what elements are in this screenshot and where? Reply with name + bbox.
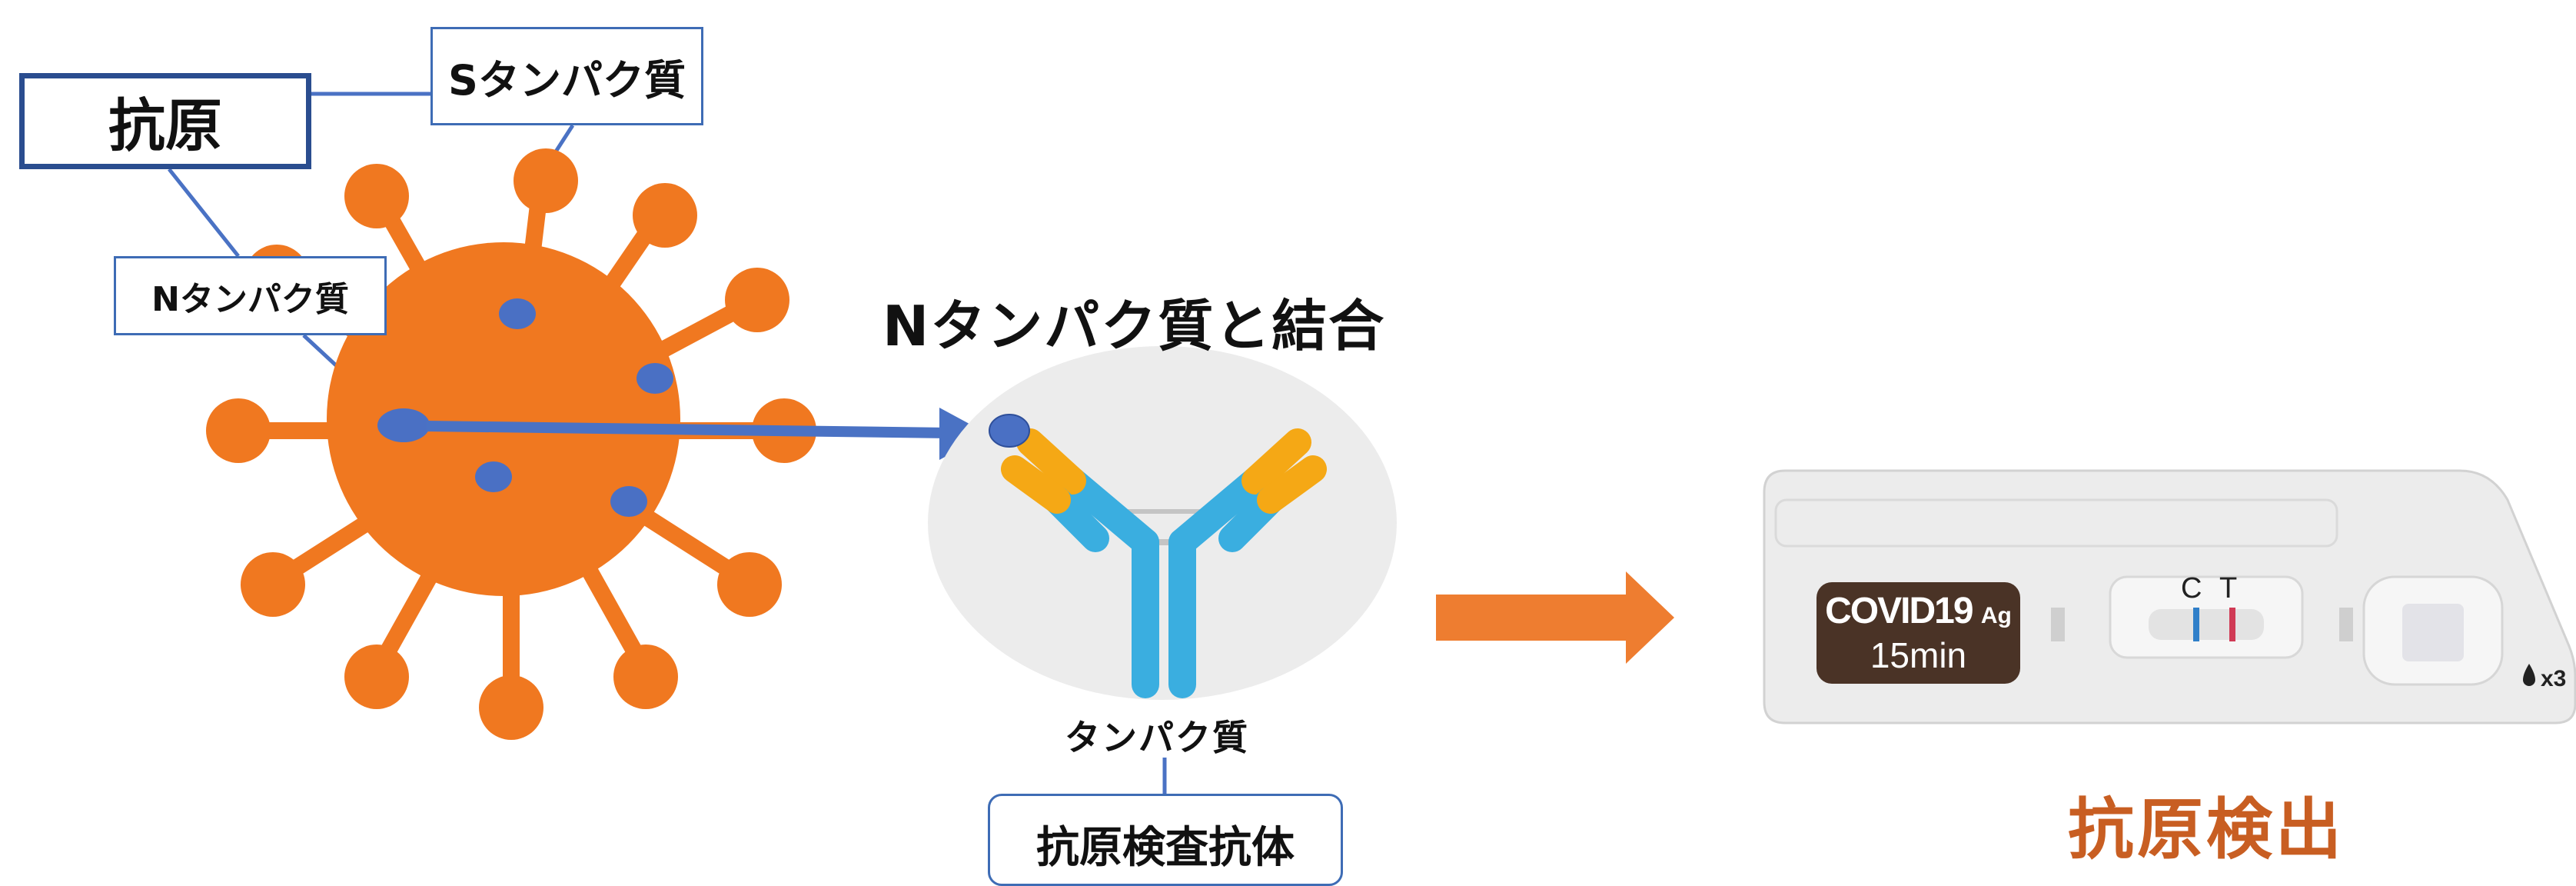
virus-icon — [206, 148, 816, 740]
result-arrow — [1436, 571, 1674, 664]
detection-caption: 抗原検出 — [2068, 791, 2345, 868]
drop-icon — [2523, 664, 2535, 686]
test-line — [2229, 608, 2235, 641]
n-protein-label: Nタンパク質 — [114, 256, 387, 335]
drop-count: x3 — [2541, 666, 2567, 691]
s-protein-label: Sタンパク質 — [430, 27, 703, 125]
test-antibody-label: 抗原検査抗体 — [988, 794, 1343, 886]
protein-caption: タンパク質 — [1065, 717, 1249, 758]
virus-n-protein-spots — [377, 298, 673, 517]
binding-caption: Nタンパク質と結合 — [882, 294, 1386, 358]
control-mark: C — [2181, 572, 2202, 605]
control-line — [2193, 608, 2199, 641]
antigen-label: 抗原 — [19, 73, 311, 169]
test-kit-badge: COVID19 Ag 15min — [1816, 582, 2020, 684]
test-mark: T — [2219, 572, 2238, 605]
brand-main: COVID19 — [1825, 591, 1973, 631]
brand-sub: Ag — [1980, 603, 2012, 628]
antibody-icon — [928, 346, 1397, 700]
test-time: 15min — [1870, 635, 1967, 675]
